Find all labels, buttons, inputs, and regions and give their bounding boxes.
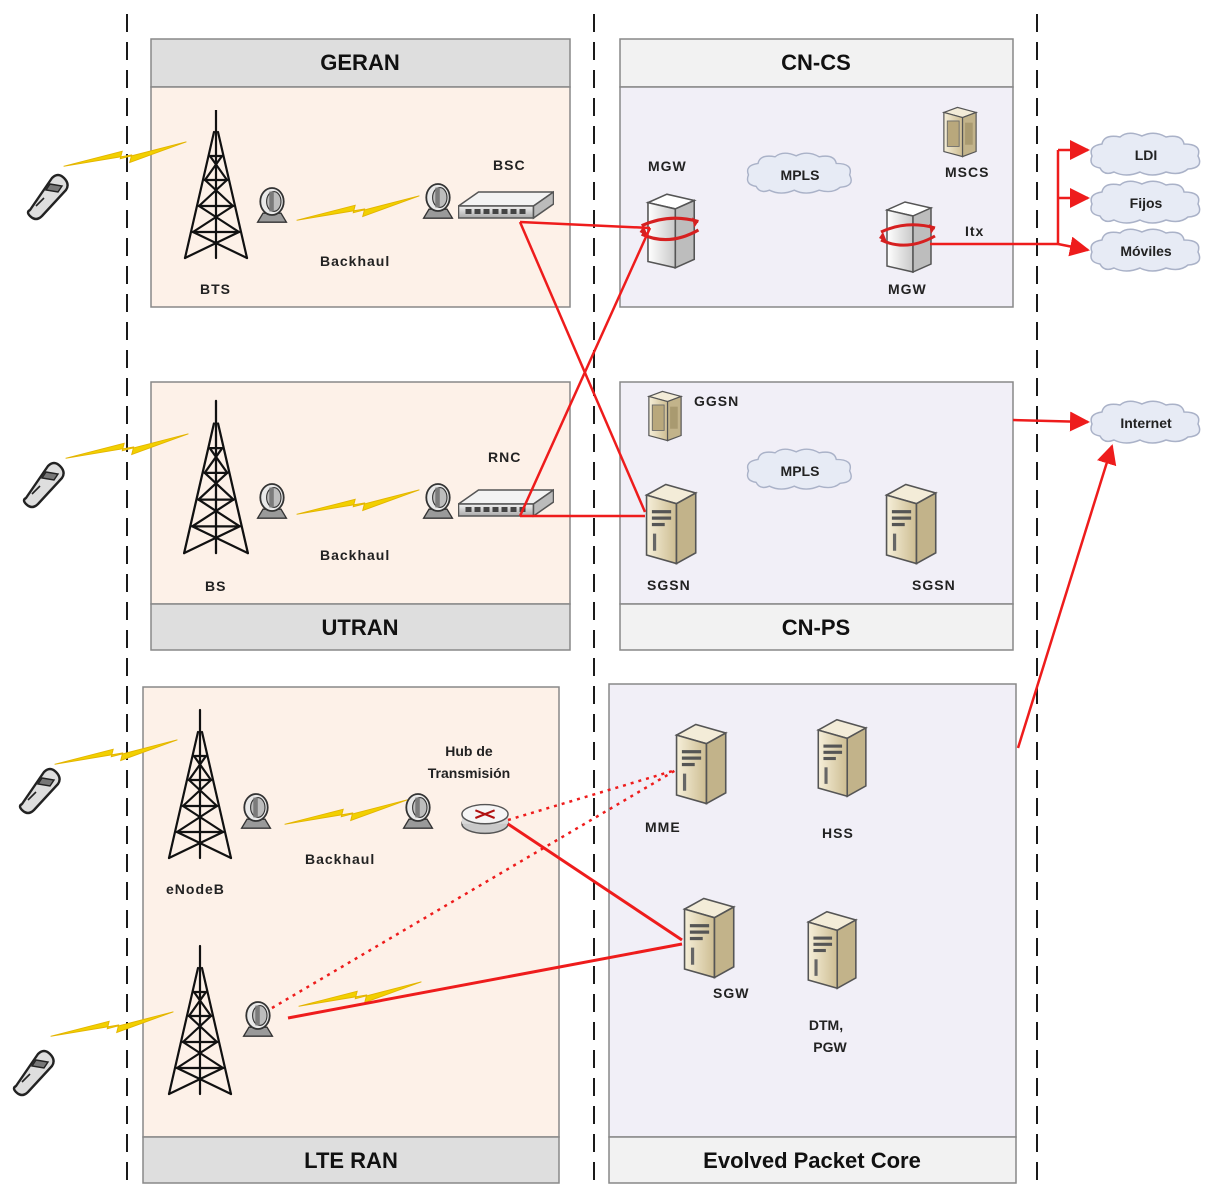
enodeb-label: eNodeB <box>166 881 225 897</box>
cn-ps-title: CN-PS <box>782 615 850 640</box>
lte-ran-panel: LTE RAN Hub de Transmisión Backhaul eNod… <box>142 686 560 1184</box>
internet-label: Internet <box>1120 415 1172 431</box>
mgw2-icon <box>877 200 937 274</box>
cn-ps-panel: CN-PS GGSN MPLS SGSN SGSN <box>619 381 1014 651</box>
epc-internet-link <box>1016 444 1117 749</box>
dtm-pgw-server-icon <box>807 910 857 990</box>
enodeb2-mme-signaling <box>271 768 677 1010</box>
hub-label-line2: Transmisión <box>428 765 510 781</box>
bs-antenna-icon <box>256 483 288 520</box>
mme-server-icon <box>675 723 727 805</box>
bsc-sgsn-link <box>518 221 647 513</box>
bsc-mgw-link <box>519 220 651 230</box>
enodeb2-antenna-icon <box>242 1001 274 1038</box>
rnc-antenna-icon <box>422 483 454 520</box>
cnps-internet-link <box>1012 411 1090 432</box>
bts-antenna-icon <box>256 187 288 224</box>
rnc-mgw-link <box>518 227 652 517</box>
mobile-phone-icon <box>18 767 61 815</box>
utran-title: UTRAN <box>322 615 399 640</box>
ldi-label: LDI <box>1135 147 1158 163</box>
bsc-label: BSC <box>493 157 526 173</box>
rnc-label: RNC <box>488 449 521 465</box>
epc-header <box>608 1136 1017 1184</box>
mgw-label: MGW <box>648 158 687 174</box>
sgsn-label: SGSN <box>647 577 691 593</box>
hub-label-line1: Hub de <box>445 743 493 759</box>
utran-header <box>150 603 571 651</box>
sgsn2-server-icon <box>885 483 937 565</box>
mpls-label: MPLS <box>781 167 820 183</box>
sgw-server-icon <box>683 897 735 979</box>
mgw2-label: MGW <box>888 281 927 297</box>
mobile-phone-icon <box>22 461 65 509</box>
enodeb-antenna-icon <box>240 793 272 830</box>
cn-cs-header <box>619 38 1014 88</box>
geran-title: GERAN <box>320 50 399 75</box>
cn-cs-panel: CN-CS MPLS MGW MSCS MGW Itx <box>619 38 1014 308</box>
backhaul-label: Backhaul <box>320 253 390 269</box>
geran-header <box>150 38 571 88</box>
hub-sgw-link <box>507 822 683 942</box>
mscs-label: MSCS <box>945 164 989 180</box>
dtm-pgw-label-line2: PGW <box>813 1039 847 1055</box>
cn-cs-title: CN-CS <box>781 50 851 75</box>
cn-ps-header <box>619 603 1014 651</box>
hss-server-icon <box>817 718 867 798</box>
mpls-label: MPLS <box>781 463 820 479</box>
mobile-phone-icon <box>12 1049 55 1097</box>
hub-router-icon <box>460 803 510 835</box>
dtm-pgw-label-line1: DTM, <box>809 1017 843 1033</box>
hub-mme-signaling <box>507 768 677 822</box>
hub-antenna-icon <box>402 793 434 830</box>
moviles-label: Móviles <box>1120 243 1172 259</box>
external-networks: LDI Fijos Móviles Internet <box>1090 132 1201 444</box>
mme-label: MME <box>645 819 681 835</box>
bs-label: BS <box>205 578 226 594</box>
mobile-phone-icon <box>26 173 69 221</box>
hss-label: HSS <box>822 825 854 841</box>
backhaul-label: Backhaul <box>320 547 390 563</box>
lte-ran-header <box>142 1136 560 1184</box>
signaling-links <box>271 768 677 1010</box>
bsc-antenna-icon <box>422 183 454 220</box>
bts-label: BTS <box>200 281 231 297</box>
backhaul-label: Backhaul <box>305 851 375 867</box>
rnc-switch-icon <box>458 489 554 517</box>
sgsn2-label: SGSN <box>912 577 956 593</box>
ggsn-label: GGSN <box>694 393 739 409</box>
connections <box>287 140 1117 1020</box>
epc-panel: Evolved Packet Core MME HSS SGW DTM, PGW <box>608 683 1017 1184</box>
ggsn-icon <box>648 390 682 442</box>
geran-panel: GERAN BSC Backhaul BTS <box>150 38 571 308</box>
epc-title: Evolved Packet Core <box>703 1148 921 1173</box>
fijos-label: Fijos <box>1130 195 1163 211</box>
itx-label: Itx <box>965 223 984 239</box>
utran-panel: UTRAN RNC Backhaul BS <box>150 381 571 651</box>
mscs-icon <box>943 106 977 158</box>
lte-ran-title: LTE RAN <box>304 1148 398 1173</box>
bsc-switch-icon <box>458 191 554 219</box>
sgw-label: SGW <box>713 985 749 1001</box>
sgsn-server-icon <box>645 483 697 565</box>
enodeb2-sgw-link <box>287 942 683 1020</box>
